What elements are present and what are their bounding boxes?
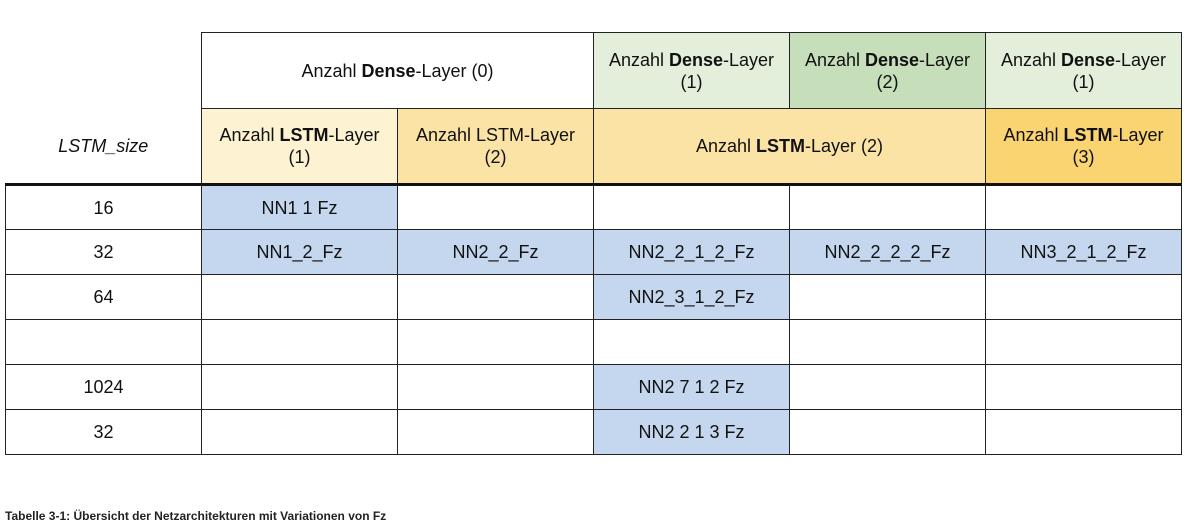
- table-row: [5, 319, 1183, 365]
- header-lstm-2-wide: Anzahl LSTM-Layer (2): [593, 108, 987, 185]
- network-cell: [396, 364, 595, 410]
- network-cell: [201, 319, 398, 365]
- header-lstm-size: LSTM_size: [5, 108, 202, 185]
- network-cell: [201, 409, 398, 455]
- network-cell: [985, 183, 1183, 230]
- table-row: 1024 NN2 7 1 2 Fz: [5, 364, 1183, 410]
- corner-cell: [6, 33, 202, 109]
- header-lstm-3: Anzahl LSTM-Layer (3): [985, 108, 1183, 185]
- network-cell: NN3_2_1_2_Fz: [985, 229, 1183, 275]
- network-cell: [985, 409, 1183, 455]
- table-row: 64 NN2_3_1_2_Fz: [5, 274, 1183, 320]
- network-cell: [789, 183, 987, 230]
- dense-header-row: Anzahl Dense-Layer (0) Anzahl Dense-Laye…: [6, 32, 1183, 109]
- lstm-size-cell: 32: [5, 229, 202, 275]
- network-cell: NN2 2 1 3 Fz: [593, 409, 791, 455]
- network-cell: [789, 319, 987, 365]
- header-dense-0: Anzahl Dense-Layer (0): [200, 32, 595, 109]
- network-cell: [396, 409, 595, 455]
- network-cell: [789, 274, 987, 320]
- network-cell: NN2_3_1_2_Fz: [593, 274, 791, 320]
- lstm-size-cell: 1024: [5, 364, 202, 410]
- header-dense-2: Anzahl Dense-Layer (2): [789, 32, 987, 109]
- network-cell: [985, 364, 1183, 410]
- architecture-table: Anzahl Dense-Layer (0) Anzahl Dense-Laye…: [5, 32, 1183, 455]
- network-cell: [985, 319, 1183, 365]
- network-cell: NN2 7 1 2 Fz: [593, 364, 791, 410]
- header-lstm-1: Anzahl LSTM-Layer (1): [201, 108, 398, 185]
- network-cell: NN1_2_Fz: [201, 229, 398, 275]
- header-dense-1a: Anzahl Dense-Layer (1): [593, 32, 791, 109]
- table-row: 32 NN2 2 1 3 Fz: [5, 409, 1183, 455]
- network-cell: [593, 183, 791, 230]
- network-cell: NN2_2_Fz: [396, 229, 595, 275]
- header-lstm-2-plain: Anzahl LSTM-Layer (2): [396, 108, 595, 185]
- lstm-size-cell: [5, 319, 202, 365]
- network-cell: [396, 183, 595, 230]
- network-cell: [201, 274, 398, 320]
- network-cell: [789, 364, 987, 410]
- network-cell: [985, 274, 1183, 320]
- network-cell: [201, 364, 398, 410]
- network-cell: [396, 274, 595, 320]
- header-dense-1b: Anzahl Dense-Layer (1): [985, 32, 1183, 109]
- lstm-size-cell: 32: [5, 409, 202, 455]
- lstm-header-row: LSTM_size Anzahl LSTM-Layer (1) Anzahl L…: [5, 108, 1183, 185]
- network-cell: [593, 319, 791, 365]
- network-cell: NN2_2_1_2_Fz: [593, 229, 791, 275]
- network-cell: NN2_2_2_2_Fz: [789, 229, 987, 275]
- network-cell: NN1 1 Fz: [201, 183, 398, 230]
- network-cell: [789, 409, 987, 455]
- table-caption: Tabelle 3-1: Übersicht der Netzarchitekt…: [5, 509, 387, 523]
- lstm-size-cell: 64: [5, 274, 202, 320]
- lstm-size-cell: 16: [5, 183, 202, 230]
- network-cell: [396, 319, 595, 365]
